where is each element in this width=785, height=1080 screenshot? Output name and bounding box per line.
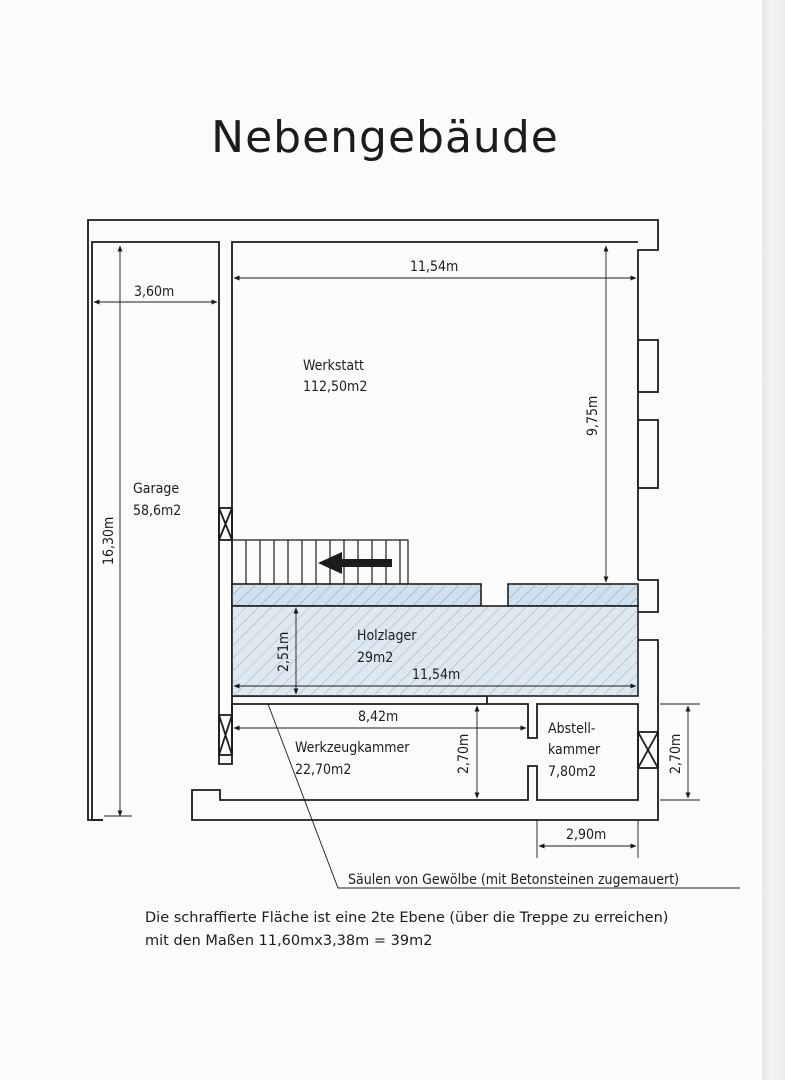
dim-abstellkammer-width: 2,90m: [566, 827, 606, 843]
window-lower: [637, 419, 659, 489]
abstellkammer-label-1: Abstell-: [548, 721, 595, 737]
outer-wall: [87, 219, 659, 821]
werkzeugkammer-area: 22,70m2: [295, 762, 351, 778]
stairs-arrow-icon: [318, 552, 392, 574]
paper-edge: [762, 0, 785, 1080]
dim-werkstatt-depth: 9,75m: [585, 396, 601, 436]
dim-werkzeugkammer-depth: 2,70m: [456, 734, 472, 774]
dim-werkstatt-width: 11,54m: [410, 259, 458, 275]
dim-garage-width: 3,60m: [134, 284, 174, 300]
holzlager-hatch: [231, 583, 639, 697]
werkzeugkammer-label: Werkzeugkammer: [295, 740, 410, 756]
dim-holzlager-width: 11,54m: [412, 667, 460, 683]
note-line-1: Die schraffierte Fläche ist eine 2te Ebe…: [145, 910, 669, 926]
abstellkammer-area: 7,80m2: [548, 764, 596, 780]
callout-leader: [267, 703, 740, 889]
pillar-werkzeug: [218, 714, 233, 756]
pillar-garage: [218, 507, 233, 541]
garage-area: 58,6m2: [133, 503, 181, 519]
window-upper: [637, 339, 659, 393]
garage-label: Garage: [133, 481, 179, 497]
werkstatt-area: 112,50m2: [303, 379, 367, 395]
dim-abstellkammer-depth: 2,70m: [668, 734, 684, 774]
inner-left-wall: [91, 241, 638, 821]
dim-garage-length: 16,30m: [101, 517, 117, 565]
abstellkammer-label-2: kammer: [548, 742, 601, 758]
pillar-abstell: [637, 731, 659, 769]
plan-title: Nebengebäude: [211, 112, 559, 163]
holzlager-area: 29m2: [357, 650, 393, 666]
callout-text: Säulen von Gewölbe (mit Betonsteinen zug…: [348, 872, 679, 888]
walls: [87, 219, 659, 821]
stairs: [232, 539, 409, 584]
werkstatt-label: Werkstatt: [303, 358, 364, 374]
holzlager-label: Holzlager: [357, 628, 417, 644]
dim-holzlager-depth: 2,51m: [276, 632, 292, 672]
dimension-lines: [93, 245, 700, 858]
dim-werkzeugkammer-width: 8,42m: [358, 709, 398, 725]
note-line-2: mit den Maßen 11,60mx3,38m = 39m2: [145, 933, 433, 949]
